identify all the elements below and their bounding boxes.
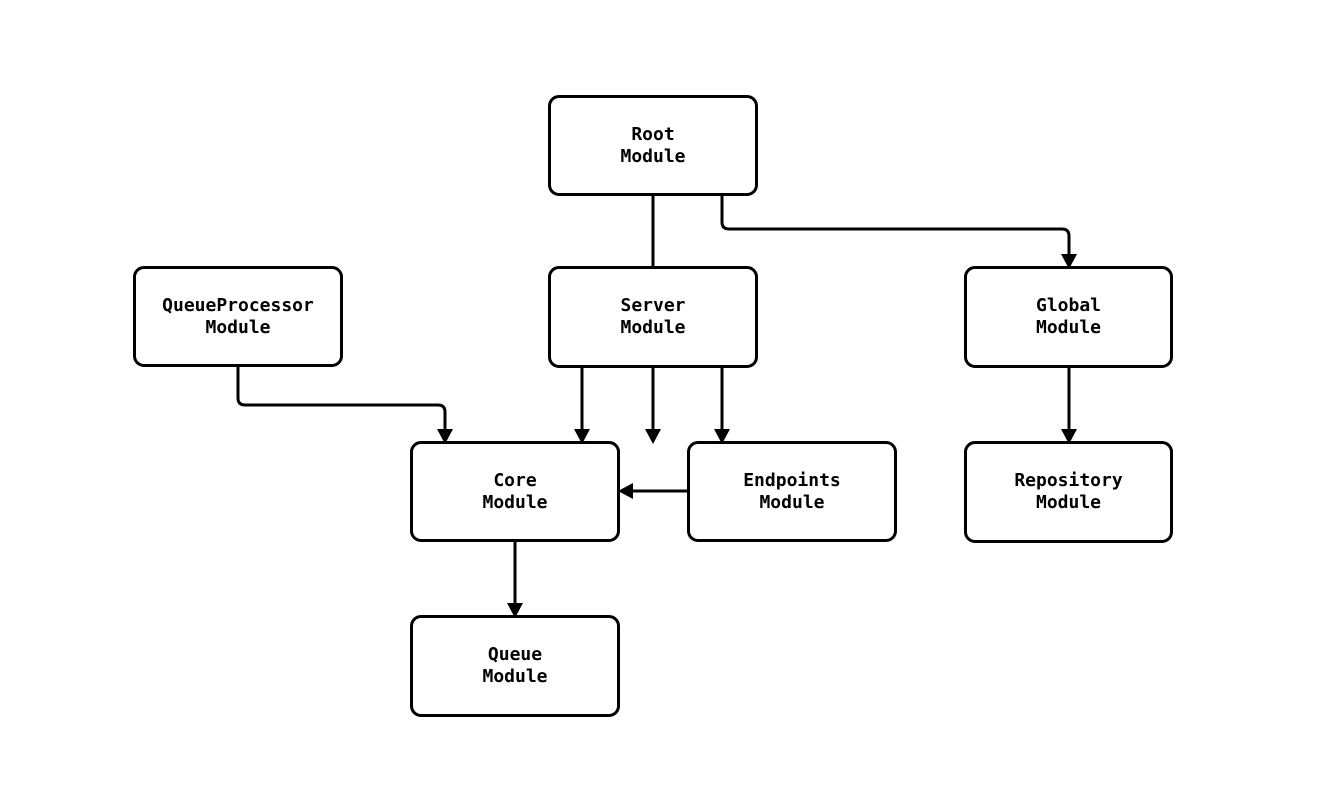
node-queueprocessor-module[interactable]: QueueProcessor Module — [133, 266, 343, 367]
node-label: QueueProcessor Module — [162, 294, 314, 338]
node-server-module[interactable]: Server Module — [548, 266, 758, 368]
node-label: Global Module — [1035, 295, 1102, 338]
node-label: Root Module — [620, 123, 686, 167]
node-label: Repository Module — [1014, 470, 1123, 513]
node-label: Server Module — [620, 295, 686, 338]
node-queue-module[interactable]: Queue Module — [410, 615, 620, 717]
node-root-module[interactable]: Root Module — [548, 95, 758, 196]
edge-queueprocessor-core — [236, 367, 453, 444]
node-label: Core Module — [482, 469, 548, 513]
node-endpoints-module[interactable]: Endpoints Module — [687, 441, 897, 542]
node-core-module[interactable]: Core Module — [410, 441, 620, 542]
node-global-module[interactable]: Global Module — [964, 266, 1173, 368]
node-label: Endpoints Module — [743, 469, 841, 513]
edge-root-global — [720, 196, 1077, 269]
node-repository-module[interactable]: Repository Module — [964, 441, 1173, 543]
node-label: Queue Module — [482, 644, 548, 687]
